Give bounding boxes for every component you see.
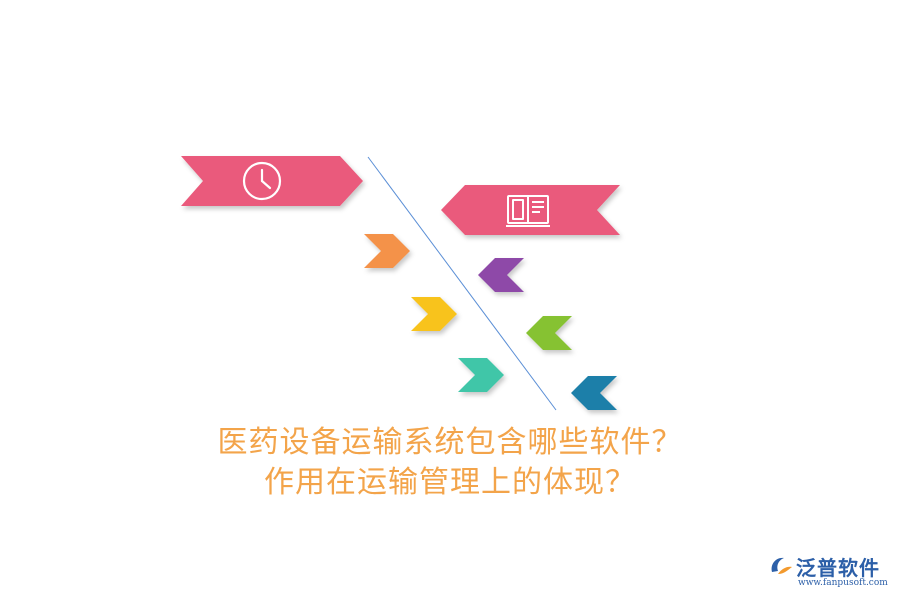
chevron-left-purple [478,258,524,292]
chevron-left-blue [571,376,617,410]
title-line-1: 医药设备运输系统包含哪些软件？ [217,425,683,460]
chevron-right-teal [458,358,504,392]
title-line-2: 作用在运输管理上的体现？ [264,465,636,500]
book-icon [506,195,550,227]
chevron-right-yellow [411,297,457,331]
brand-url: www.fanpusoft.com [798,578,888,588]
right-banner [441,185,620,235]
brand-logo-block: 泛普软件 www.fanpusoft.com [768,552,894,592]
brand-logo-icon [771,557,792,574]
brand-name: 泛普软件 [796,556,880,580]
left-banner [181,156,363,206]
chevron-left-green [526,316,572,350]
clock-icon [242,161,282,201]
divider-line [367,156,557,411]
chevron-right-orange [364,234,410,268]
